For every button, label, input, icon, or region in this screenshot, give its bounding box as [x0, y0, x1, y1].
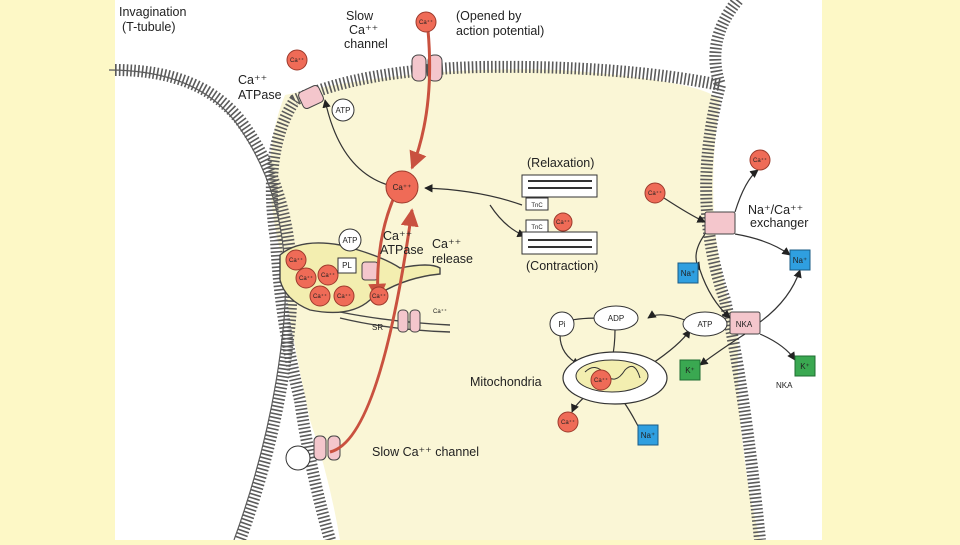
label-invagination: Invagination(T-tubule) — [119, 5, 186, 34]
na-in-arrow — [692, 233, 706, 271]
ca-to-atpase-arrow — [322, 99, 389, 186]
label-slow-channel-bottom: Slow Ca⁺⁺ channel — [372, 445, 479, 459]
svg-text:Ca⁺⁺: Ca⁺⁺ — [561, 419, 575, 426]
svg-text:ATP: ATP — [343, 236, 358, 245]
ca-ion-exchanger-in: Ca⁺⁺ — [644, 182, 666, 204]
svg-text:K⁺: K⁺ — [685, 366, 695, 375]
exchanger-ca-arrow — [663, 197, 706, 223]
label-mitochondria: Mitochondria — [470, 375, 542, 389]
svg-text:Ca⁺⁺: Ca⁺⁺ — [299, 275, 313, 282]
svg-text:Ca⁺⁺: Ca⁺⁺ — [393, 183, 412, 192]
ca-ion-mito-release: Ca⁺⁺ — [557, 411, 579, 433]
ca-ion-sr-1: Ca⁺⁺ — [285, 249, 307, 271]
ca-small-label: Ca⁺⁺ — [433, 308, 447, 315]
svg-text:Na⁺: Na⁺ — [641, 431, 655, 440]
pl-box: PL — [337, 257, 357, 274]
na-ion-mitochondria: Na⁺ — [637, 424, 659, 446]
svg-text:Ca⁺⁺: Ca⁺⁺ — [556, 219, 570, 226]
svg-text:Ca⁺⁺: Ca⁺⁺ — [372, 293, 386, 300]
slow-ca-channel-top — [411, 54, 443, 82]
svg-text:ADP: ADP — [608, 314, 624, 323]
slow-ca-channel-bottom — [313, 435, 341, 461]
label-exchanger: Na⁺/Ca⁺⁺exchanger — [748, 203, 808, 230]
t-tubule-membrane-left-edge — [108, 69, 287, 541]
ca-ion-sr-6: Ca⁺⁺ — [369, 286, 389, 306]
svg-text:Na⁺: Na⁺ — [681, 269, 695, 278]
svg-text:ATP: ATP — [336, 106, 351, 115]
label-nka: NKA — [776, 381, 793, 390]
na-ca-exchanger — [704, 211, 736, 235]
ca-influx-arrow-top — [409, 29, 432, 170]
mitochondrion — [562, 351, 668, 405]
pi-circle: Pi — [549, 311, 575, 337]
ca-out-arrow — [734, 169, 759, 213]
svg-text:Ca⁺⁺: Ca⁺⁺ — [419, 19, 433, 26]
svg-text:Ca⁺⁺: Ca⁺⁺ — [753, 157, 767, 164]
ca-ion-extracellular-atpase: Ca⁺⁺ — [286, 49, 308, 71]
ca-from-tnc-arrow — [424, 184, 523, 206]
ca-ion-cytosol: Ca⁺⁺ — [385, 170, 419, 204]
sr-ca-channel — [397, 309, 421, 333]
k-ion-in: K⁺ — [679, 359, 701, 381]
svg-text:Pi: Pi — [558, 320, 565, 329]
ca-ion-mitochondria: Ca⁺⁺ — [590, 369, 612, 391]
svg-text:Ca⁺⁺: Ca⁺⁺ — [289, 257, 303, 264]
empty-circle — [285, 445, 311, 471]
atp-circle-mito: ATP — [682, 311, 728, 337]
ca-ion-sr-2: Ca⁺⁺ — [295, 267, 317, 289]
nka-k-in-arrow — [699, 333, 746, 366]
atp-circle-membrane: ATP — [331, 98, 355, 122]
label-relaxation: (Relaxation) — [527, 156, 594, 170]
sarcolemma-membrane-top — [709, 0, 743, 87]
na-ion-exchanger-in: Na⁺ — [677, 262, 699, 284]
svg-text:ATP: ATP — [698, 320, 713, 329]
ca-influx-arrow-bottom — [329, 208, 419, 454]
ca-ion-sr-5: Ca⁺⁺ — [333, 285, 355, 307]
svg-text:Ca⁺⁺: Ca⁺⁺ — [337, 293, 351, 300]
label-ca-atpase-sr: Ca⁺⁺ATPase — [380, 229, 424, 257]
svg-text:Ca⁺⁺: Ca⁺⁺ — [313, 293, 327, 300]
tnc-label-relaxation: TnC — [531, 203, 543, 209]
nka-label-pump: NKA — [736, 320, 753, 329]
myofilament-contraction — [521, 219, 598, 255]
adp-circle: ADP — [593, 305, 639, 331]
nka-k-out-arrow — [759, 333, 796, 361]
ca-ion-bound-tnc: Ca⁺⁺ — [553, 212, 573, 232]
svg-text:K⁺: K⁺ — [800, 362, 810, 371]
t-tubule-membrane-left — [114, 64, 298, 543]
nka-na-out-arrow — [759, 269, 802, 323]
ca-atpase-membrane-pump — [298, 85, 324, 109]
tnc-label-contraction: TnC — [531, 225, 543, 231]
svg-text:Na⁺: Na⁺ — [793, 256, 807, 265]
ca-ion-sr-4: Ca⁺⁺ — [309, 285, 331, 307]
svg-text:Ca⁺⁺: Ca⁺⁺ — [594, 377, 608, 384]
nka-na-arrow — [699, 269, 731, 319]
svg-text:Ca⁺⁺: Ca⁺⁺ — [321, 272, 335, 279]
sarcolemma-membrane — [265, 60, 722, 542]
sarcolemma-membrane-right — [700, 83, 766, 541]
myofilament-relaxation — [521, 174, 598, 211]
ca-ion-exchanger-out: Ca⁺⁺ — [749, 149, 771, 171]
ca-ion-extracellular-top: Ca⁺⁺ — [415, 11, 437, 33]
na-out-arrow — [734, 233, 791, 256]
label-contraction: (Contraction) — [526, 259, 598, 273]
sr-ca-atpase-pump — [361, 261, 379, 281]
atp-circle-sr: ATP — [338, 228, 362, 252]
label-ca-release: Ca⁺⁺release — [432, 237, 473, 266]
label-sr: SR — [372, 323, 383, 332]
svg-text:PL: PL — [342, 261, 352, 270]
svg-text:Ca⁺⁺: Ca⁺⁺ — [290, 57, 304, 64]
ca-ion-sr-3: Ca⁺⁺ — [317, 264, 339, 286]
svg-text:Ca⁺⁺: Ca⁺⁺ — [648, 190, 662, 197]
label-ca-atpase-top: Ca⁺⁺ATPase — [238, 73, 282, 102]
na-ion-exchanger-out: Na⁺ — [789, 249, 811, 271]
k-ion-out: K⁺ — [794, 355, 816, 377]
